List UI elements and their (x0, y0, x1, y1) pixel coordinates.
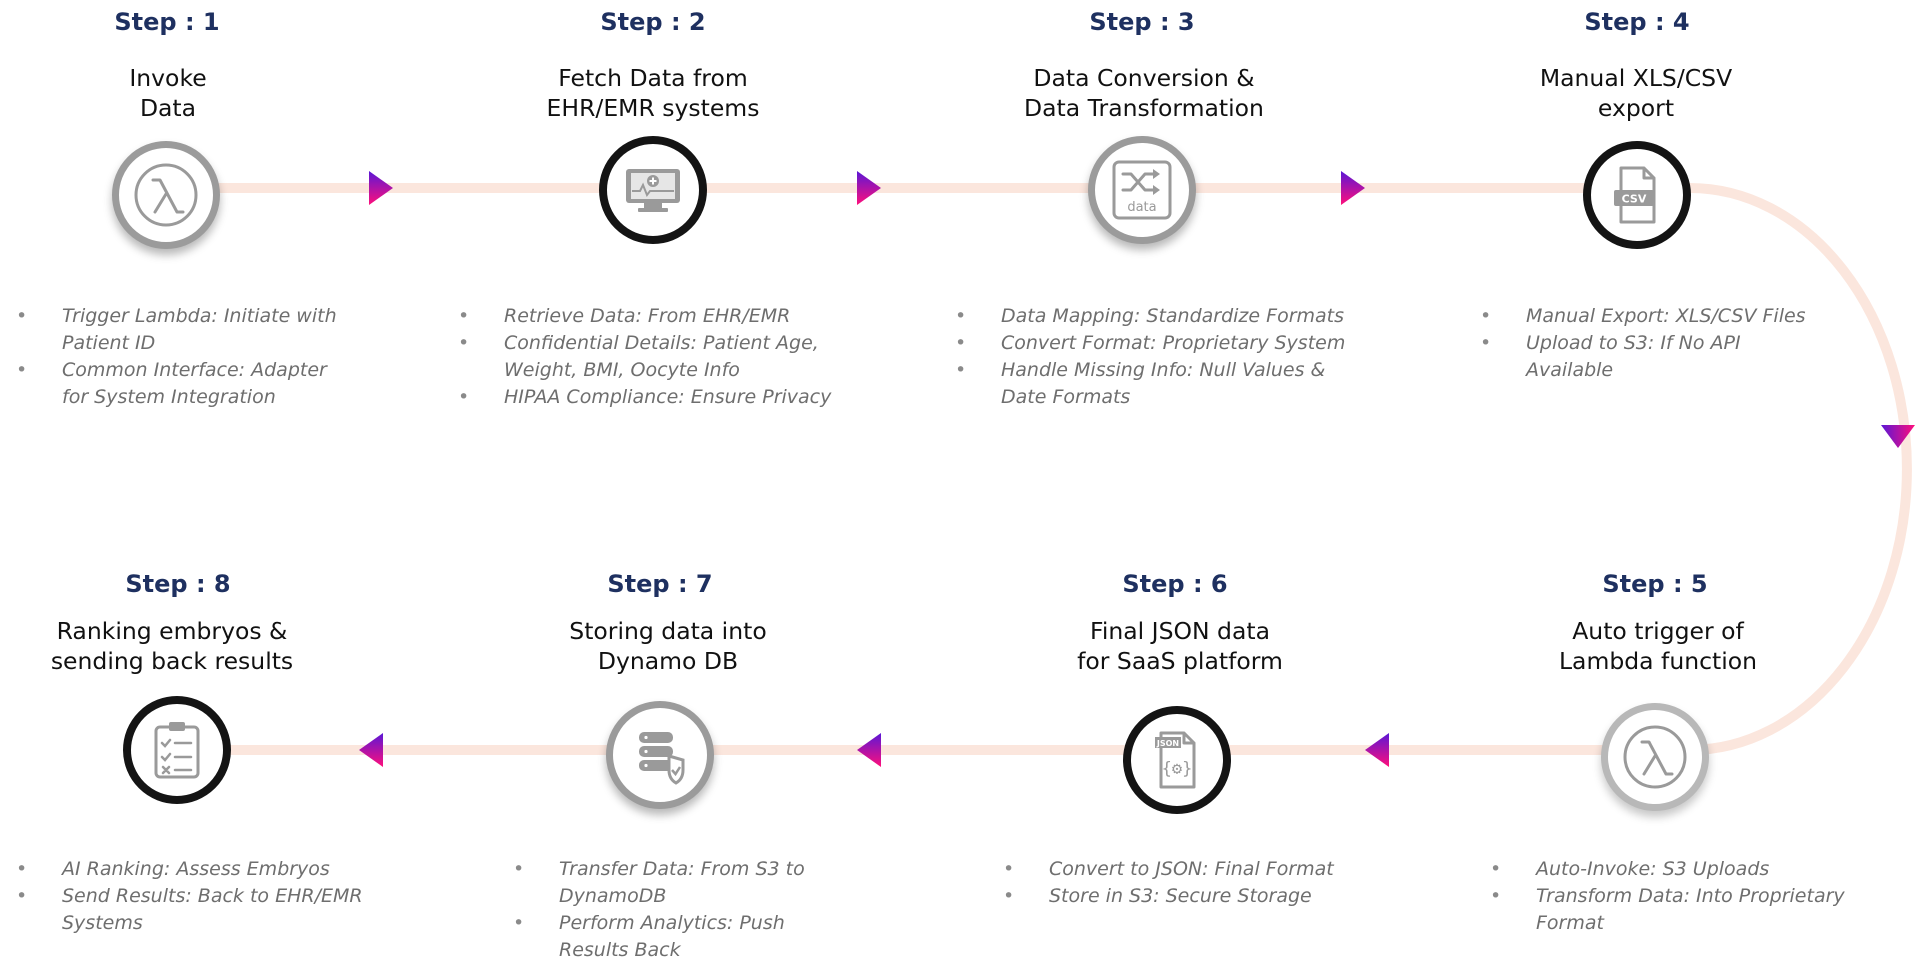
step-3-number: Step : 3 (1089, 8, 1195, 36)
svg-text:JSON: JSON (1156, 739, 1179, 748)
step-8-bullet: AI Ranking: Assess Embryos (16, 856, 363, 883)
step-8-bullet-list: AI Ranking: Assess EmbryosSend Results: … (16, 856, 363, 937)
step-7-bullet: Perform Analytics: Push Results Back (513, 910, 805, 964)
step-8-node (123, 696, 231, 804)
step-8-number: Step : 8 (125, 570, 231, 598)
step-6-bullet-list: Convert to JSON: Final FormatStore in S3… (1003, 856, 1334, 910)
step-2-bullet: HIPAA Compliance: Ensure Privacy (458, 384, 831, 411)
svg-text:data: data (1127, 200, 1156, 215)
step-7-node (606, 701, 714, 809)
step-4-number: Step : 4 (1584, 8, 1690, 36)
csv-file-icon: CSV (1614, 166, 1656, 224)
step-2-bullet: Confidential Details: Patient Age, Weigh… (458, 330, 831, 384)
step-4-title: Manual XLS/CSV export (1539, 64, 1733, 122)
svg-text:CSV: CSV (1622, 193, 1647, 206)
step-5-number: Step : 5 (1602, 570, 1708, 598)
step-7-bullet-list: Transfer Data: From S3 to DynamoDBPerfor… (513, 856, 805, 964)
lambda-icon (1623, 725, 1687, 789)
step-3-bullet: Convert Format: Proprietary System (955, 330, 1345, 357)
step-6-number: Step : 6 (1122, 570, 1228, 598)
clipboard-checklist-icon (154, 722, 200, 779)
step-2-bullet: Retrieve Data: From EHR/EMR (458, 303, 831, 330)
step-1-number: Step : 1 (114, 8, 220, 36)
step-4-bullet: Upload to S3: If No API Available (1480, 330, 1806, 384)
step-5-bullet-list: Auto-Invoke: S3 UploadsTransform Data: I… (1490, 856, 1845, 937)
step-4-bullet-list: Manual Export: XLS/CSV FilesUpload to S3… (1480, 303, 1806, 384)
lambda-icon (134, 163, 198, 227)
flow-arrow-down (1881, 425, 1915, 448)
step-6-title: Final JSON data for SaaS platform (1077, 617, 1283, 675)
step-6-bullet: Convert to JSON: Final Format (1003, 856, 1334, 883)
flow-arrow-right (857, 171, 881, 205)
step-2-title: Fetch Data from EHR/EMR systems (546, 64, 760, 122)
step-7-title: Storing data into Dynamo DB (569, 617, 767, 675)
flow-arrow-left (1365, 733, 1389, 767)
step-3-bullet: Handle Missing Info: Null Values & Date … (955, 357, 1345, 411)
step-3-bullet-list: Data Mapping: Standardize FormatsConvert… (955, 303, 1345, 411)
flow-arrow-right (1341, 171, 1365, 205)
step-2-node (599, 136, 707, 244)
step-7-number: Step : 7 (607, 570, 713, 598)
data-shuffle-icon: data (1112, 160, 1172, 220)
monitor-medical-icon (626, 169, 680, 212)
step-6-node: JSON {⚙} (1123, 706, 1231, 814)
database-shield-icon (639, 732, 685, 785)
step-5-title: Auto trigger of Lambda function (1558, 617, 1758, 675)
step-3-node: data (1088, 136, 1196, 244)
step-1-bullet: Trigger Lambda: Initiate with Patient ID (16, 303, 337, 357)
step-6-bullet: Store in S3: Secure Storage (1003, 883, 1334, 910)
step-4-node: CSV (1583, 141, 1691, 249)
connector-curve-right (1685, 183, 1912, 755)
step-3-bullet: Data Mapping: Standardize Formats (955, 303, 1345, 330)
svg-text:{⚙}: {⚙} (1162, 759, 1193, 779)
json-file-icon: JSON {⚙} (1155, 731, 1196, 789)
step-1-node (112, 141, 220, 249)
step-4-bullet: Manual Export: XLS/CSV Files (1480, 303, 1806, 330)
step-1-title: Invoke Data (129, 64, 207, 122)
flow-arrow-left (359, 733, 383, 767)
step-1-bullet: Common Interface: Adapter for System Int… (16, 357, 337, 411)
step-5-bullet: Transform Data: Into Proprietary Format (1490, 883, 1845, 937)
step-1-bullet-list: Trigger Lambda: Initiate with Patient ID… (16, 303, 337, 411)
step-8-title: Ranking embryos & sending back results (50, 617, 294, 675)
step-3-title: Data Conversion & Data Transformation (1024, 64, 1264, 122)
step-2-number: Step : 2 (600, 8, 706, 36)
step-5-bullet: Auto-Invoke: S3 Uploads (1490, 856, 1845, 883)
flow-arrow-right (369, 171, 393, 205)
flow-arrow-left (857, 733, 881, 767)
step-8-bullet: Send Results: Back to EHR/EMR Systems (16, 883, 363, 937)
step-2-bullet-list: Retrieve Data: From EHR/EMRConfidential … (458, 303, 831, 411)
step-5-node (1601, 703, 1709, 811)
step-7-bullet: Transfer Data: From S3 to DynamoDB (513, 856, 805, 910)
